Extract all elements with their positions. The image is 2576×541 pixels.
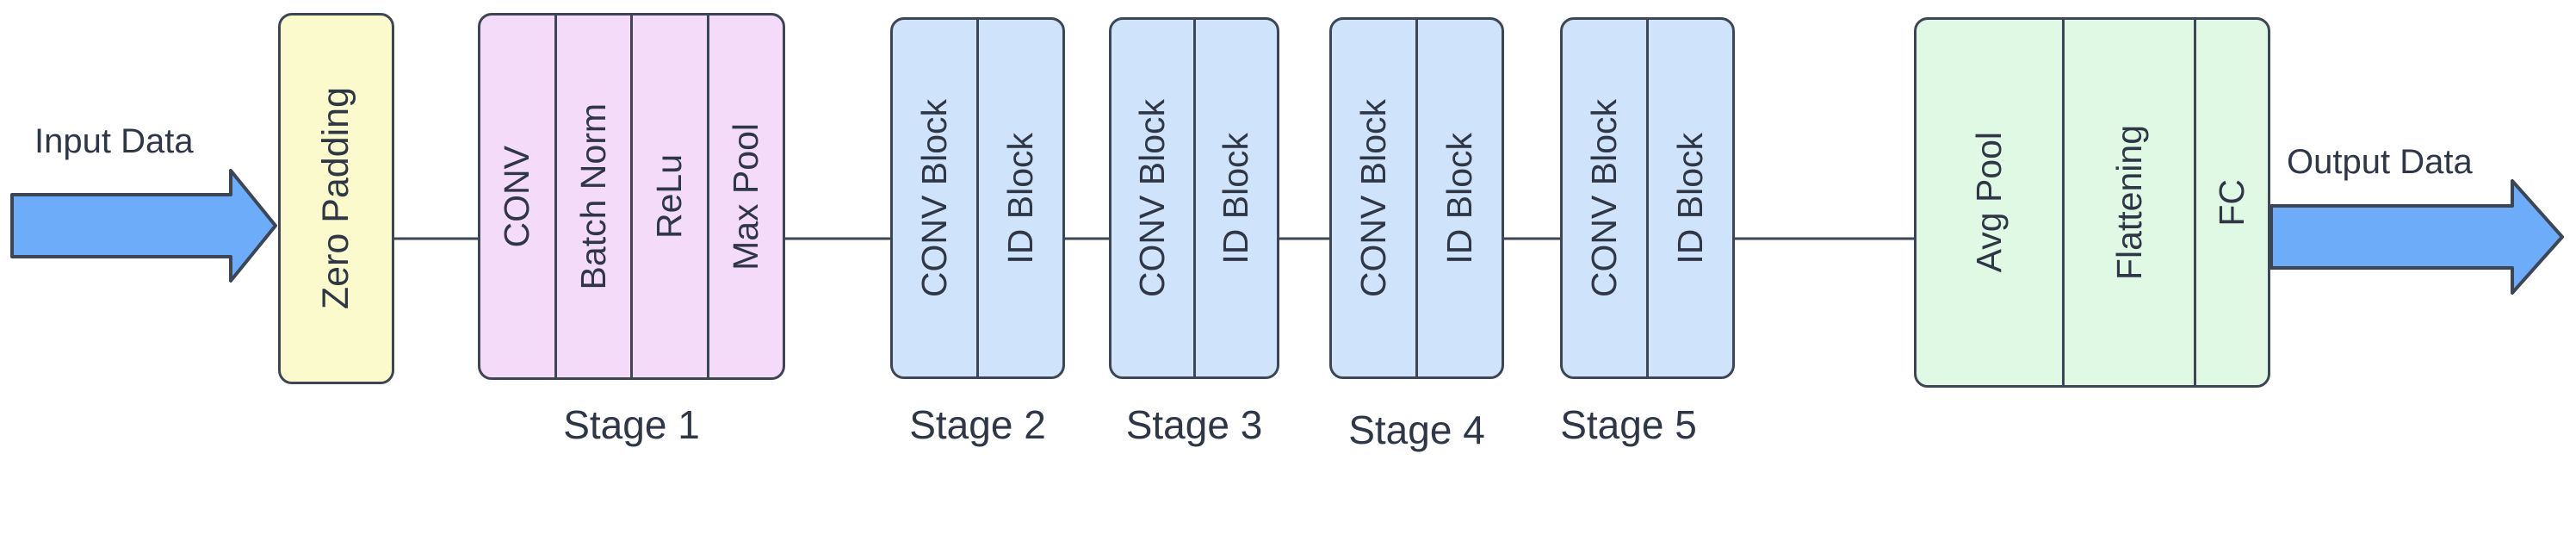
stage-1-cell-max-pool: Max Pool xyxy=(706,16,783,377)
stage-4-box: CONV Block ID Block xyxy=(1329,17,1504,379)
stage-3-cell-conv-block: CONV Block xyxy=(1112,20,1193,376)
stage-3-cell-id-block: ID Block xyxy=(1192,20,1278,376)
conv-block-label: CONV Block xyxy=(914,98,954,298)
output-cell-avg-pool: Avg Pool xyxy=(1917,20,2062,385)
id-block-label: ID Block xyxy=(1440,132,1479,264)
conv-block-label: CONV Block xyxy=(1131,98,1172,298)
zero-padding-cell: Zero Padding xyxy=(281,16,392,382)
stage-3-caption: Stage 3 xyxy=(1125,402,1263,447)
stage-4-cell-conv-block: CONV Block xyxy=(1332,20,1415,376)
zero-padding-label: Zero Padding xyxy=(315,87,356,310)
output-data-label: Output Data xyxy=(2287,143,2473,181)
id-block-label: ID Block xyxy=(1000,132,1040,264)
output-cell-fc: FC xyxy=(2194,20,2268,385)
fc-label: FC xyxy=(2212,178,2252,227)
stage-4-cell-id-block: ID Block xyxy=(1415,20,1502,376)
stage-4-caption: Stage 4 xyxy=(1348,407,1485,452)
stage-1-caption: Stage 1 xyxy=(563,402,700,447)
stage-5-caption: Stage 5 xyxy=(1560,402,1697,447)
conv-block-label: CONV Block xyxy=(1353,98,1393,298)
output-cell-flattening: Flattening xyxy=(2062,20,2194,385)
stage-5-box: CONV Block ID Block xyxy=(1560,17,1735,379)
flattening-label: Flattening xyxy=(2108,124,2149,281)
input-data-label: Input Data xyxy=(34,122,194,160)
zero-padding-box: Zero Padding xyxy=(278,13,394,384)
relu-label: ReLu xyxy=(649,153,690,239)
stage-1-cell-relu: ReLu xyxy=(630,16,707,377)
id-block-label: ID Block xyxy=(1216,132,1256,264)
stage-1-cell-conv: CONV xyxy=(480,16,554,377)
output-arrow-icon xyxy=(2269,179,2564,295)
stage-5-cell-conv-block: CONV Block xyxy=(1563,20,1646,376)
avg-pool-label: Avg Pool xyxy=(1969,132,2009,273)
stage-2-cell-conv-block: CONV Block xyxy=(893,20,976,376)
id-block-label: ID Block xyxy=(1670,132,1710,264)
batch-norm-label: Batch Norm xyxy=(573,103,613,290)
stage-1-box: CONV Batch Norm ReLu Max Pool xyxy=(478,13,785,380)
input-arrow-icon xyxy=(10,169,277,283)
conv-label: CONV xyxy=(497,145,537,248)
output-stage-box: Avg Pool Flattening FC xyxy=(1914,17,2270,388)
stage-5-cell-id-block: ID Block xyxy=(1646,20,1732,376)
max-pool-label: Max Pool xyxy=(725,122,765,270)
stage-1-cell-batch-norm: Batch Norm xyxy=(554,16,631,377)
stage-3-box: CONV Block ID Block xyxy=(1109,17,1279,379)
stage-2-caption: Stage 2 xyxy=(909,402,1046,447)
conv-block-label: CONV Block xyxy=(1584,98,1624,298)
stage-2-box: CONV Block ID Block xyxy=(890,17,1065,379)
stage-2-cell-id-block: ID Block xyxy=(976,20,1062,376)
